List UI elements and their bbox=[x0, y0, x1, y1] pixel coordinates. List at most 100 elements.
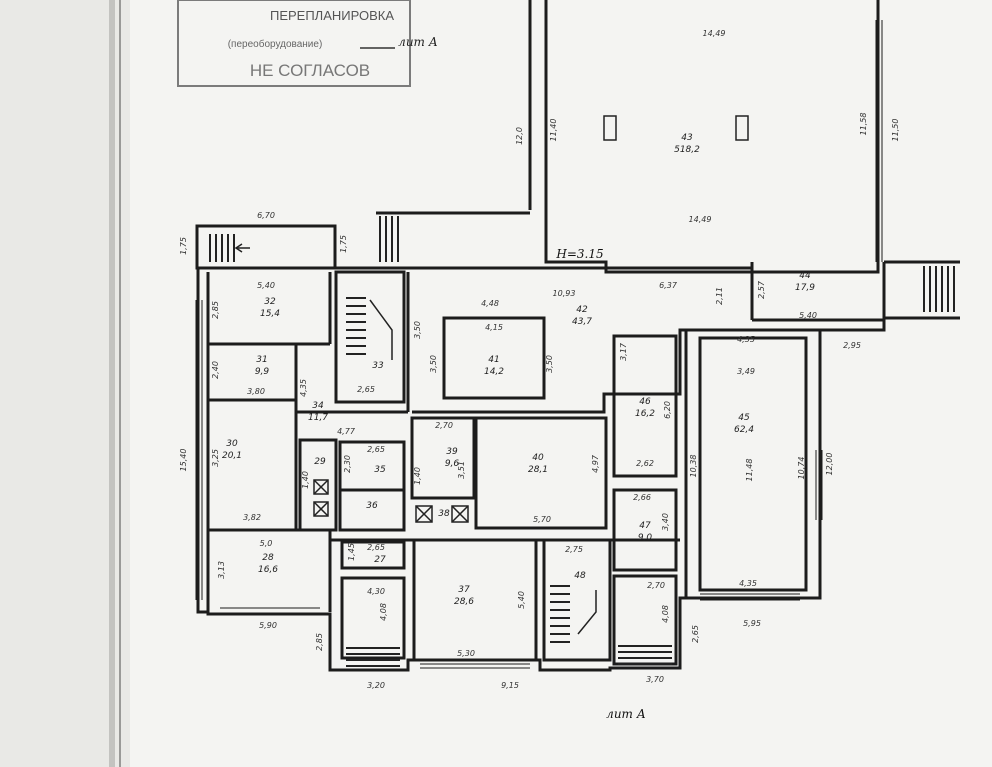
dim: 4,35 bbox=[739, 579, 757, 588]
stamp-line-3: НЕ СОГЛАСОВ bbox=[250, 61, 370, 80]
room-47-num: 47 bbox=[639, 521, 651, 531]
room-40-area: 28,1 bbox=[528, 465, 548, 475]
room-46-num: 46 bbox=[639, 397, 651, 407]
room-32-num: 32 bbox=[264, 297, 276, 307]
dim: 1,40 bbox=[301, 471, 310, 489]
dim: 3,40 bbox=[661, 513, 670, 531]
dim: 10,93 bbox=[553, 289, 576, 298]
room-37-num: 37 bbox=[458, 585, 470, 595]
room-48-num: 48 bbox=[574, 571, 586, 581]
room-27-num: 27 bbox=[374, 555, 386, 565]
room-35-num: 35 bbox=[374, 465, 386, 475]
dim: 2,95 bbox=[843, 341, 861, 350]
dim: 1,40 bbox=[413, 467, 422, 485]
dim: 2,70 bbox=[647, 581, 665, 590]
stamp-handwritten: лит А bbox=[398, 35, 438, 49]
dim: 5,0 bbox=[260, 539, 273, 548]
dim: 6,20 bbox=[663, 401, 672, 419]
dim: 3,50 bbox=[429, 355, 438, 373]
room-39-area: 9,6 bbox=[445, 459, 460, 469]
dim: 3,49 bbox=[737, 367, 755, 376]
room-46-area: 16,2 bbox=[635, 409, 655, 419]
dim: 15,40 bbox=[179, 449, 188, 472]
room-45-num: 45 bbox=[738, 413, 750, 423]
room-28-area: 16,6 bbox=[258, 565, 278, 575]
room-40-num: 40 bbox=[532, 453, 544, 463]
stamp-line-2: (переоборудование) bbox=[228, 38, 323, 50]
dim: 4,15 bbox=[485, 323, 503, 332]
room-45-area: 62,4 bbox=[734, 425, 754, 435]
stamp-line-1: ПЕРЕПЛАНИРОВКА bbox=[270, 8, 394, 23]
room-41-num: 41 bbox=[488, 355, 499, 365]
dimension-labels: 14,49 14,49 11,40 12,0 11,58 11,50 6,70 … bbox=[179, 29, 900, 690]
dim: 4,77 bbox=[337, 427, 356, 436]
room-31-area: 9,9 bbox=[255, 367, 270, 377]
room-38-num: 38 bbox=[438, 509, 450, 519]
room-33-num: 33 bbox=[372, 361, 384, 371]
scan-margin bbox=[0, 0, 130, 767]
dim: 2,65 bbox=[691, 625, 700, 643]
dim: 5,40 bbox=[799, 311, 817, 320]
dim: 5,95 bbox=[743, 619, 761, 628]
room-labels: 43 518,2 44 17,9 32 15,4 31 9,9 30 20,1 … bbox=[222, 133, 815, 607]
dim: 11,40 bbox=[549, 119, 558, 142]
stair-arrows bbox=[234, 243, 597, 635]
room-42-num: 42 bbox=[576, 305, 588, 315]
dim: 2,65 bbox=[367, 445, 385, 454]
dim: 9,15 bbox=[501, 681, 519, 690]
room-34-num: 34 bbox=[312, 401, 324, 411]
dim: 4,97 bbox=[591, 454, 600, 473]
room-43-area: 518,2 bbox=[674, 145, 700, 155]
dim: 3,82 bbox=[243, 513, 261, 522]
dim: 2,70 bbox=[435, 421, 453, 430]
dim: 10,74 bbox=[797, 457, 806, 480]
dim: 12,0 bbox=[515, 127, 524, 145]
dim: 5,40 bbox=[257, 281, 275, 290]
vent-shafts bbox=[313, 479, 469, 523]
dim: 1,75 bbox=[339, 235, 348, 253]
room-43-num: 43 bbox=[681, 133, 693, 143]
room-47-area: 9,0 bbox=[638, 533, 653, 543]
dim: 2,65 bbox=[367, 543, 385, 552]
dim: 2,11 bbox=[715, 287, 724, 305]
room-42-area: 43,7 bbox=[572, 317, 592, 327]
dim: 11,58 bbox=[859, 113, 868, 136]
walls bbox=[195, 0, 960, 672]
dim: 2,85 bbox=[211, 301, 220, 319]
dim: 3,80 bbox=[247, 387, 265, 396]
windows bbox=[195, 20, 883, 669]
dim: 4,35 bbox=[299, 379, 308, 397]
dim: 5,40 bbox=[517, 591, 526, 609]
dim: 6,37 bbox=[659, 281, 678, 290]
dim: 4,48 bbox=[481, 299, 499, 308]
room-30-num: 30 bbox=[226, 439, 238, 449]
dim: 5,90 bbox=[259, 621, 277, 630]
level-mark: Н=3.15 bbox=[555, 247, 603, 261]
dim: 4,30 bbox=[367, 587, 385, 596]
dim: 2,57 bbox=[757, 280, 766, 299]
room-30-area: 20,1 bbox=[222, 451, 242, 461]
dim: 6,70 bbox=[257, 211, 275, 220]
approval-stamp: ПЕРЕПЛАНИРОВКА (переоборудование) лит А … bbox=[177, 0, 438, 87]
room-34-area: 11,7 bbox=[308, 413, 328, 423]
dim: 5,70 bbox=[533, 515, 551, 524]
room-32-area: 15,4 bbox=[260, 309, 280, 319]
room-37-area: 28,6 bbox=[454, 597, 474, 607]
dim: 2,75 bbox=[565, 545, 583, 554]
dim: 1,45 bbox=[347, 543, 356, 561]
dim: 14,49 bbox=[689, 215, 712, 224]
dim: 12,00 bbox=[825, 453, 834, 476]
dim: 3,50 bbox=[545, 355, 554, 373]
room-39-num: 39 bbox=[446, 447, 458, 457]
dim: 4,08 bbox=[661, 605, 670, 623]
dim: 4,35 bbox=[737, 335, 755, 344]
room-31-num: 31 bbox=[256, 355, 267, 365]
room-29-num: 29 bbox=[314, 457, 326, 467]
dim: 3,50 bbox=[413, 321, 422, 339]
room-44-area: 17,9 bbox=[795, 283, 815, 293]
room-41-area: 14,2 bbox=[484, 367, 504, 377]
dim: 2,65 bbox=[357, 385, 375, 394]
dim: 3,17 bbox=[619, 342, 628, 361]
room-36-num: 36 bbox=[366, 501, 378, 511]
